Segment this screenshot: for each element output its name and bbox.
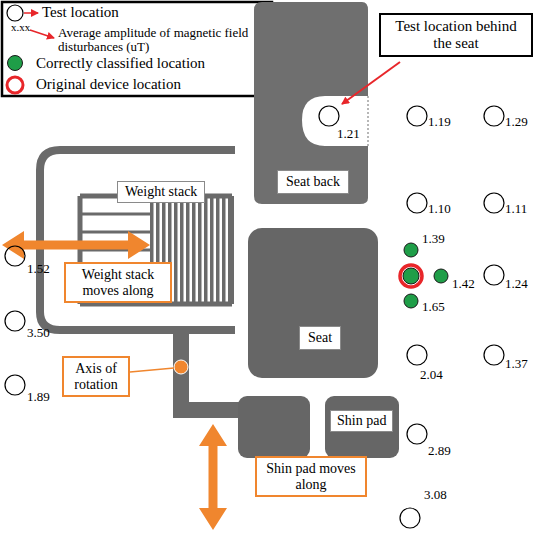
amplitude-value: 1.39 xyxy=(422,232,445,246)
weight-plates xyxy=(228,196,234,304)
test-locations xyxy=(5,106,504,528)
amplitude-value: 1.11 xyxy=(505,202,527,216)
amplitude-value: 1.24 xyxy=(505,277,528,291)
dotted-line xyxy=(367,96,368,146)
amplitude-value: 1.37 xyxy=(505,357,528,371)
motion-arrow xyxy=(199,424,227,530)
motion-arrow xyxy=(2,231,150,259)
original-device-ring xyxy=(400,265,422,287)
part-label: Shin pad xyxy=(330,410,393,432)
node-text: Shin pad xyxy=(337,413,386,429)
legend-text: Original device location xyxy=(36,76,181,93)
leader-line xyxy=(130,368,174,372)
amplitude-value: 1.65 xyxy=(422,300,445,314)
legend-circle xyxy=(7,5,23,21)
motion-label: Weight stack moves along xyxy=(64,262,172,303)
seat-back xyxy=(254,2,368,204)
placeholder-value: x.xx xyxy=(11,21,30,33)
amplitude-value: 2.04 xyxy=(420,368,443,382)
legend-swatch xyxy=(7,55,23,71)
node-text: Test location behind the seat xyxy=(387,18,525,52)
part-label: Seat xyxy=(299,326,341,350)
amplitude-value: 1.29 xyxy=(505,115,528,129)
amplitude-value: 2.89 xyxy=(428,444,451,458)
amplitude-value: 1.42 xyxy=(452,277,475,291)
amplitude-value: 1.89 xyxy=(27,390,50,404)
seat xyxy=(248,228,378,378)
node-text: Shin pad moves along xyxy=(262,461,360,492)
motion-arrow xyxy=(20,241,132,250)
axis-of-rotation xyxy=(174,360,188,374)
part-label: Seat back xyxy=(277,170,349,194)
part-label: Weight stack xyxy=(117,181,205,203)
motion-arrow xyxy=(209,440,218,512)
node-text: Seat xyxy=(308,330,332,346)
amplitude-value: 1.10 xyxy=(428,202,451,216)
amplitude-value: 1.52 xyxy=(27,262,50,276)
amplitude-value: 3.50 xyxy=(27,326,50,340)
callout-arrow xyxy=(342,62,400,104)
amplitude-value: 3.08 xyxy=(424,488,447,502)
legend-arrow xyxy=(30,30,54,38)
legend-ring xyxy=(7,77,23,93)
amplitude-value: 1.19 xyxy=(428,115,451,129)
classified-locations xyxy=(403,243,448,308)
shin-pad xyxy=(238,396,310,458)
amplitude-value: 1.21 xyxy=(337,127,360,141)
node-text: Seat back xyxy=(286,174,340,190)
node-text: Axis of rotation xyxy=(68,361,124,392)
legend-frame xyxy=(2,2,272,96)
motion-label: Shin pad moves along xyxy=(255,456,367,497)
legend-arrow xyxy=(24,12,38,14)
callout-box: Test location behind the seat xyxy=(379,13,533,57)
legend-text: Test location xyxy=(42,4,119,21)
node-text: Weight stack xyxy=(125,184,197,200)
node-text: Weight stack moves along xyxy=(71,267,165,298)
legend-text: Correctly classified location xyxy=(36,55,205,72)
motion-label: Axis of rotation xyxy=(62,356,130,397)
legend-text: Average amplitude of magnetic field dist… xyxy=(58,26,263,55)
shin-pad xyxy=(325,396,399,458)
